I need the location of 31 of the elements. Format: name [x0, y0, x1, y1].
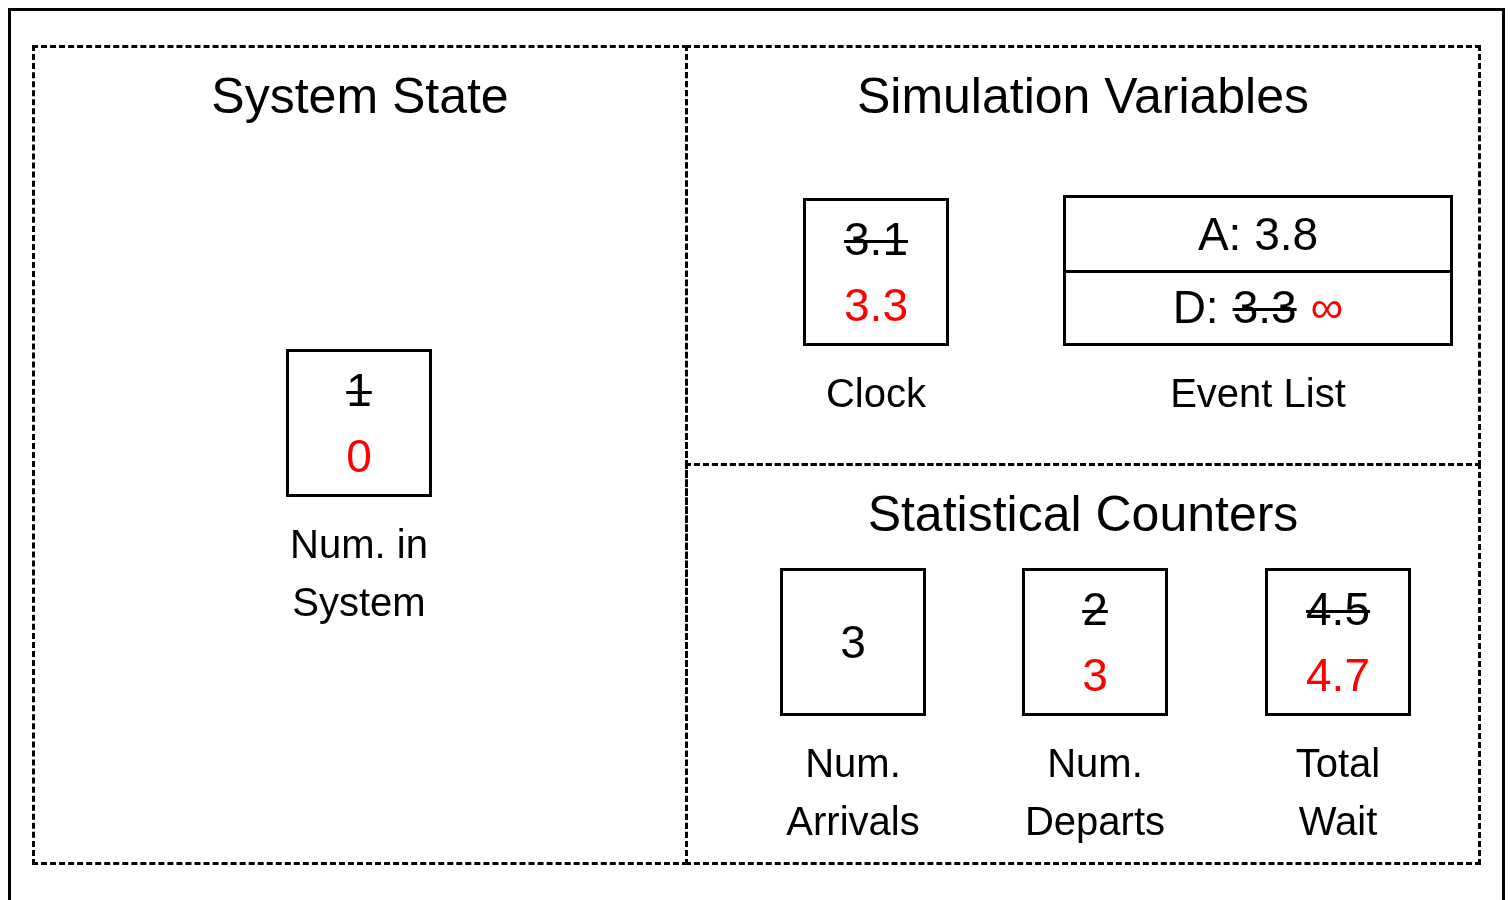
old-value: 2: [1082, 582, 1108, 637]
new-value: 3: [1082, 648, 1108, 703]
panel-title: Simulation Variables: [855, 67, 1311, 126]
value-box: [803, 198, 949, 346]
old-value: 4.5: [1306, 582, 1370, 637]
new-value: ∞: [1310, 279, 1344, 335]
box-caption: Total Wait: [1294, 740, 1382, 845]
value-box: [1022, 568, 1168, 716]
panel-title: Statistical Counters: [866, 485, 1300, 544]
new-value: 3.3: [844, 278, 908, 333]
panel-title: System State: [210, 67, 510, 126]
dashed-panel: [685, 45, 1481, 466]
box-caption: Clock: [825, 370, 927, 417]
table-box: [1063, 195, 1453, 346]
old-value: 3.1: [844, 212, 908, 267]
box-caption: Num. Arrivals: [785, 740, 921, 845]
value-box: [780, 568, 926, 716]
dashed-panel: [685, 463, 1481, 865]
new-value: 4.7: [1306, 648, 1370, 703]
new-value: 0: [346, 429, 372, 484]
dashed-panel: [32, 45, 688, 865]
value: A: 3.8: [1197, 207, 1319, 262]
old-value: 3.3: [1232, 279, 1297, 335]
event-name: D:: [1172, 279, 1219, 335]
old-value: 1: [346, 363, 372, 418]
value: 3: [840, 615, 866, 670]
value-box: [1265, 568, 1411, 716]
value-box: [286, 349, 432, 497]
box-caption: Event List: [1169, 370, 1347, 417]
box-caption: Num. Departs: [1023, 740, 1167, 845]
box-caption: Num. in System: [289, 521, 429, 626]
